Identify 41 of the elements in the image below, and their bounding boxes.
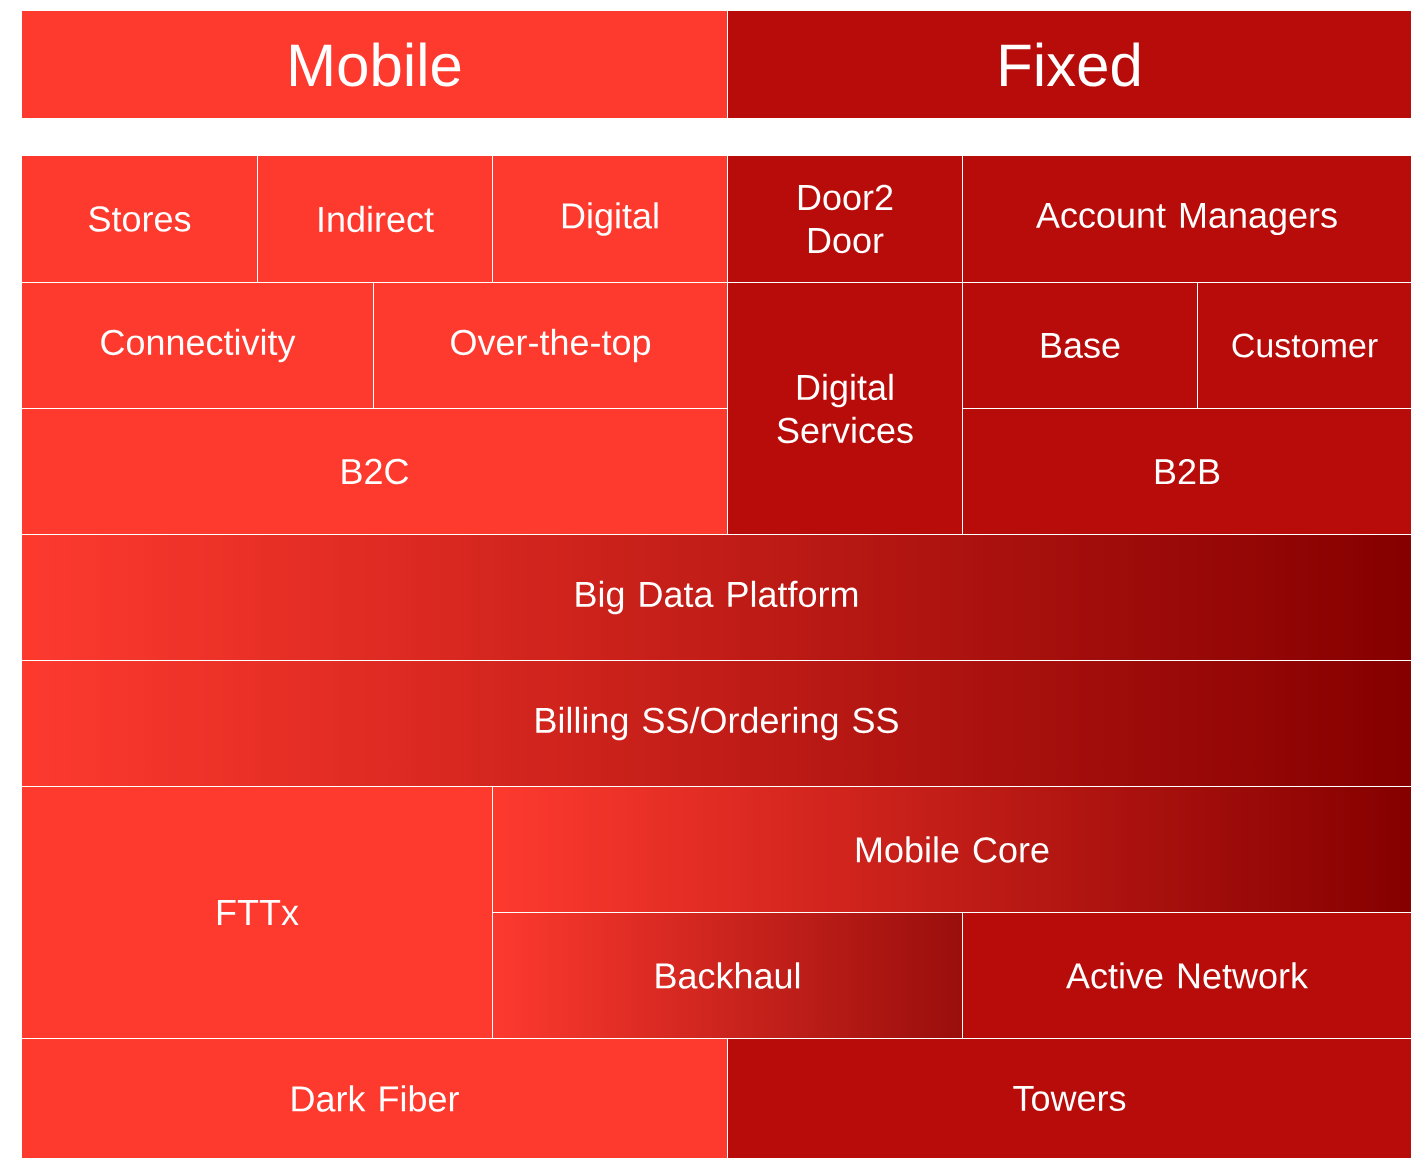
node-label: Over-the-top <box>451 328 651 363</box>
category-block <box>492 912 963 1039</box>
heading-band <box>727 10 1411 119</box>
node-label: Active Network <box>1066 962 1309 989</box>
node-label: Indirect <box>319 205 434 233</box>
node-label: Fixed <box>1001 42 1139 87</box>
node-label: B2C <box>342 458 409 485</box>
category-block <box>257 155 493 283</box>
category-block <box>492 155 728 283</box>
node-label: Backhaul <box>656 962 800 989</box>
node-label: Account Managers <box>1035 202 1337 236</box>
node-label: FTTx <box>217 900 299 925</box>
node-label: Customer <box>1232 333 1378 358</box>
node-label: Digital <box>562 202 658 236</box>
node-label: Dark Fiber <box>292 1085 459 1112</box>
category-block <box>21 1038 728 1158</box>
node-label: Connectivity <box>101 328 296 363</box>
node-label: Big Data Platform <box>576 580 858 615</box>
category-block <box>727 155 963 283</box>
node-label: Towers <box>1013 1085 1126 1112</box>
category-block <box>21 660 1411 787</box>
heading-band <box>21 10 728 119</box>
node-label: Digital Services <box>777 373 913 444</box>
node-label: Mobile Core <box>856 836 1049 863</box>
category-block <box>21 534 1411 661</box>
category-block <box>21 155 258 283</box>
category-block <box>727 1038 1411 1158</box>
category-block <box>492 786 1411 913</box>
node-label: Mobile <box>291 42 461 87</box>
category-block <box>962 282 1198 409</box>
node-label: B2B <box>1155 458 1220 485</box>
category-block <box>21 282 374 409</box>
category-block <box>1197 282 1411 409</box>
category-block <box>21 786 493 1039</box>
node-label: Door2 Door <box>798 184 893 254</box>
category-block <box>373 282 728 409</box>
category-block <box>962 912 1411 1039</box>
node-label: Base <box>1041 332 1120 359</box>
category-block <box>727 282 963 535</box>
node-label: Billing SS/Ordering SS <box>536 706 898 741</box>
node-label: Stores <box>89 206 191 232</box>
